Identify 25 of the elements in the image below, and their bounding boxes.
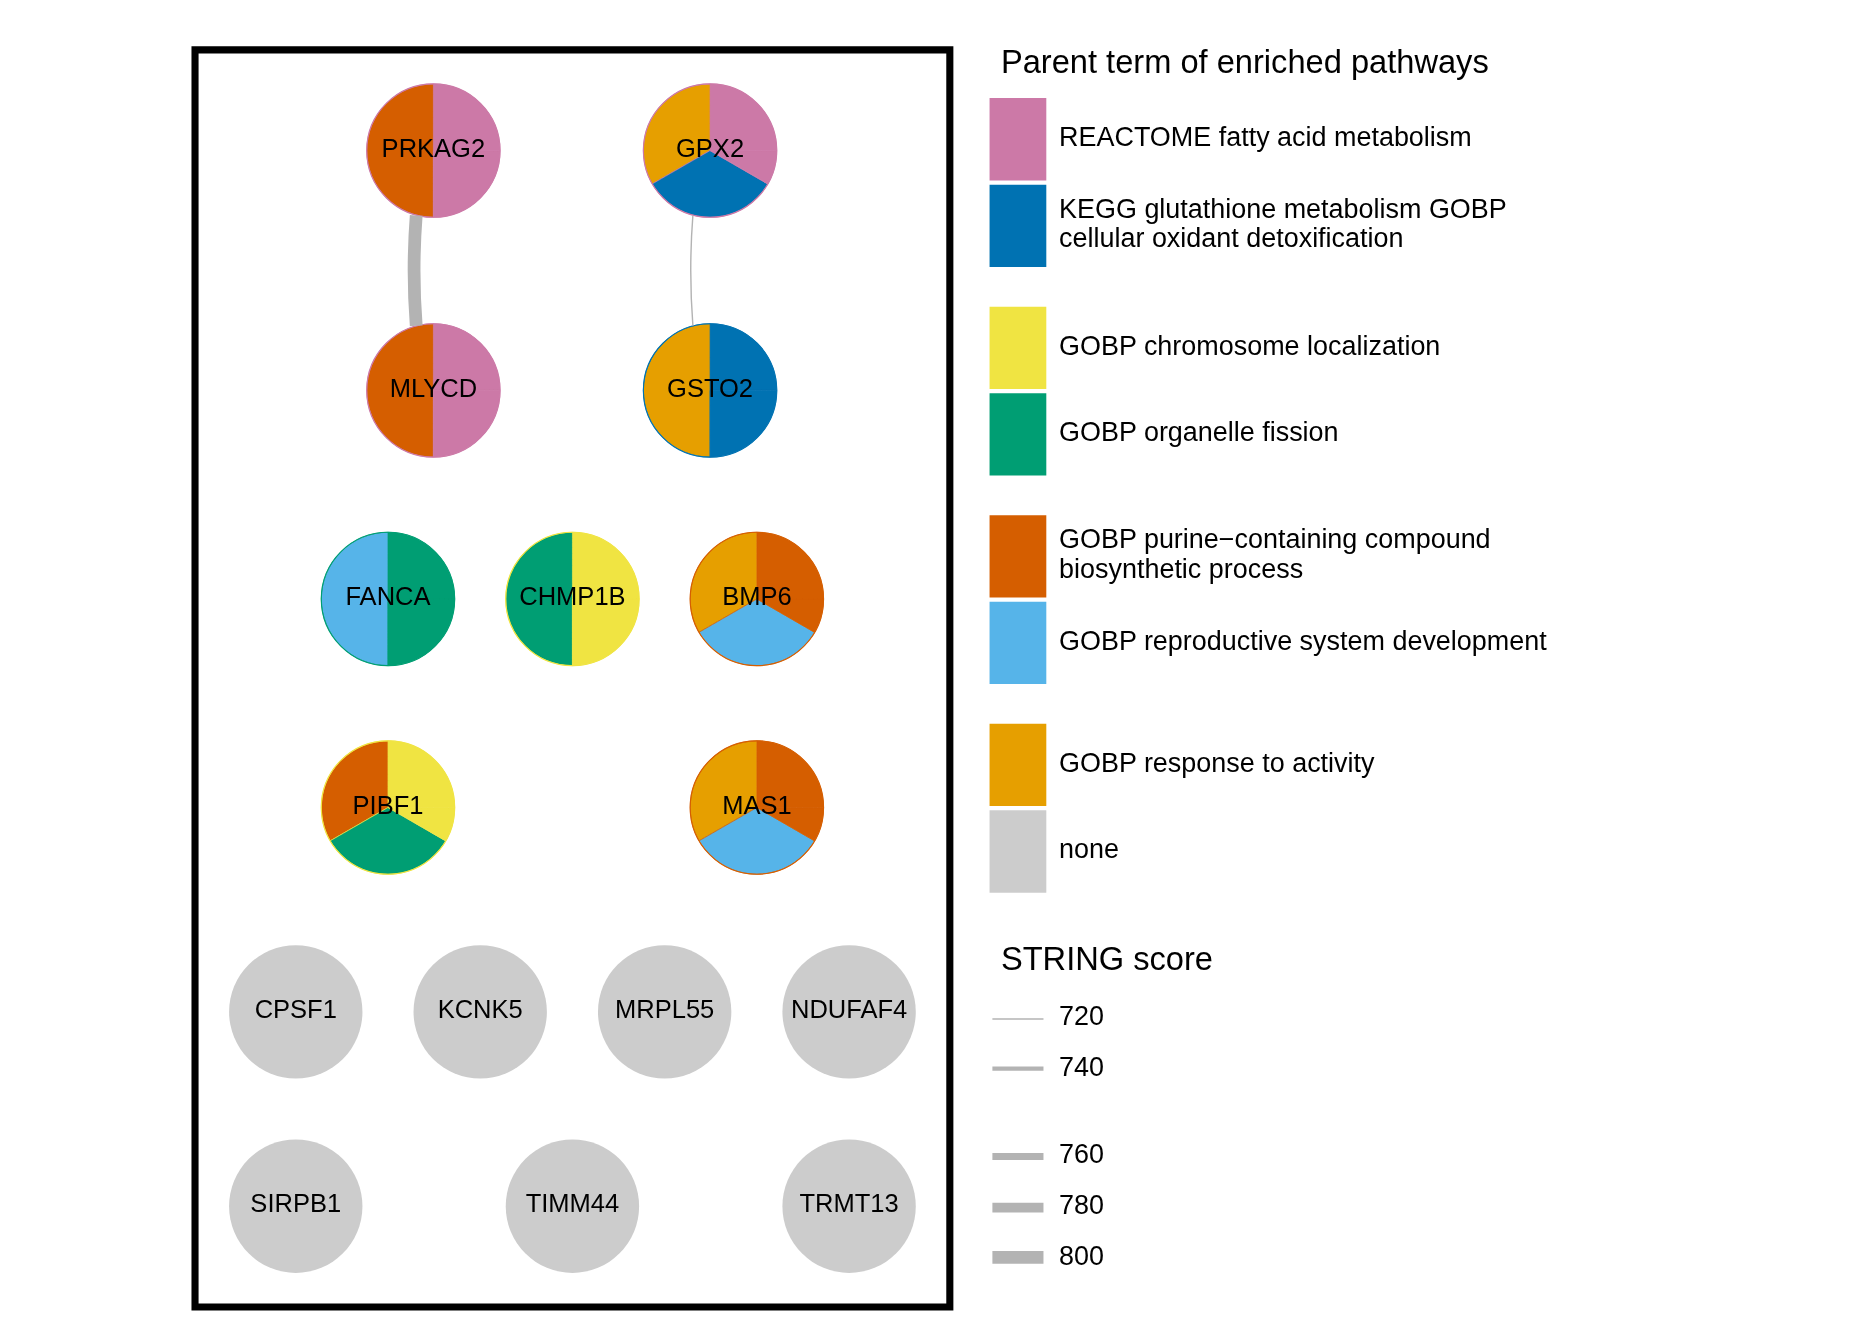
- node-circle: SIRPB1: [229, 1139, 363, 1273]
- node-circle: KCNK5: [413, 945, 547, 1079]
- connector: [407, 215, 423, 327]
- legend-label: GOBP chromosome localization: [1059, 330, 1441, 361]
- legend-label: KEGG glutathione metabolism GOBP cellular oxidant detoxification: [1059, 193, 1507, 254]
- node-circle: MRPL55: [597, 945, 732, 1079]
- legend-label: REACTOME fatty acid metabolism: [1059, 121, 1472, 152]
- legend-label: GOBP organelle fission: [1059, 417, 1339, 448]
- legend-label: 740: [1059, 1051, 1105, 1082]
- node-circle: NDUFAF4: [782, 945, 916, 1079]
- node-circle: CPSF1: [229, 945, 363, 1079]
- cluster: [191, 46, 954, 1311]
- legend-label: 720: [1059, 1000, 1105, 1031]
- node-circle: TRMT13: [782, 1139, 916, 1273]
- label: STRING score: [1000, 939, 1214, 977]
- connector: [690, 214, 694, 327]
- legend-label: GOBP response to activity: [1059, 747, 1375, 778]
- legend-label: none: [1059, 834, 1120, 865]
- legend-label: 760: [1059, 1138, 1105, 1169]
- legend-label: 780: [1059, 1189, 1105, 1220]
- legend-label: 800: [1059, 1240, 1105, 1271]
- legend-label: GOBP reproductive system development: [1059, 625, 1547, 656]
- label: Parent term of enriched pathways: [1000, 43, 1489, 81]
- node-circle: TIMM44: [505, 1139, 640, 1273]
- legend-label: GOBP purine−containing compound biosynthetic process: [1059, 524, 1491, 584]
